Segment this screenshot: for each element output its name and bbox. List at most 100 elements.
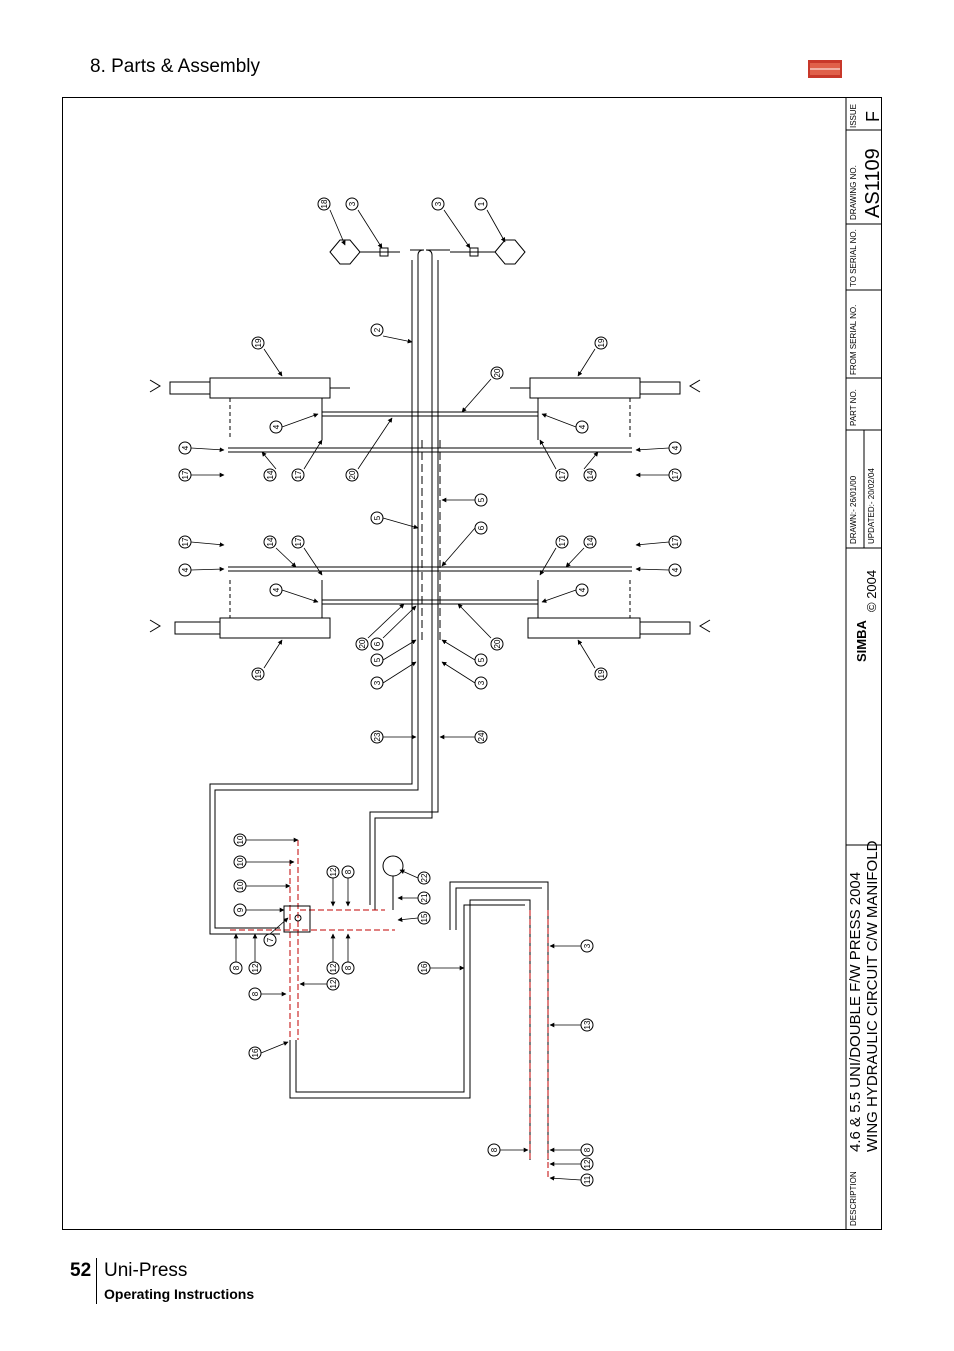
callout-8: 8 xyxy=(232,965,241,970)
manifold-block xyxy=(283,905,311,933)
callout-16: 16 xyxy=(420,963,429,972)
to-serial-label: TO SERIAL NO. xyxy=(849,229,858,287)
callout-4: 4 xyxy=(578,587,587,592)
callout-8: 8 xyxy=(251,991,260,996)
callout-17: 17 xyxy=(671,470,680,479)
callout-5: 5 xyxy=(477,497,486,502)
pressure-gauge-icon xyxy=(382,855,404,910)
callout-6: 6 xyxy=(373,641,382,646)
cylinder-top-right xyxy=(510,377,701,440)
callout-14: 14 xyxy=(266,537,275,546)
drawn-label: DRAWN:- 26/01/00 xyxy=(849,475,858,544)
callout-13: 13 xyxy=(583,1020,592,1029)
callout-8: 8 xyxy=(583,1147,592,1152)
simba-logo-icon xyxy=(808,60,842,78)
callout-4: 4 xyxy=(272,424,281,429)
copyright: © 2004 xyxy=(864,570,879,612)
callout-12: 12 xyxy=(583,1159,592,1168)
callout-8: 8 xyxy=(344,869,353,874)
callout-numbers: 18 3 3 1 2 19 19 20 4 4 4 4 14 17 20 17 … xyxy=(181,199,680,1184)
drawing-no-value: AS1109 xyxy=(862,148,884,218)
footer-divider xyxy=(96,1258,97,1304)
callout-14: 14 xyxy=(586,537,595,546)
page-number: 52 xyxy=(70,1260,92,1281)
callout-20: 20 xyxy=(358,639,367,648)
callout-19: 19 xyxy=(254,669,263,678)
callout-12: 12 xyxy=(251,963,260,972)
updated-label: UPDATED:- 20/02/04 xyxy=(867,468,876,544)
callout-24: 24 xyxy=(477,732,486,741)
callout-19: 19 xyxy=(597,669,606,678)
callout-7: 7 xyxy=(266,937,275,942)
callout-3: 3 xyxy=(373,680,382,685)
callout-19: 19 xyxy=(254,338,263,347)
callout-18: 18 xyxy=(320,199,329,208)
callout-2: 2 xyxy=(373,327,382,332)
callout-16: 16 xyxy=(251,1048,260,1057)
issue-label: ISSUE xyxy=(849,104,858,128)
callout-12: 12 xyxy=(329,867,338,876)
callout-17: 17 xyxy=(558,470,567,479)
callout-22: 22 xyxy=(420,873,429,882)
callout-10: 10 xyxy=(236,857,245,866)
callout-17: 17 xyxy=(671,537,680,546)
callout-4: 4 xyxy=(272,587,281,592)
description-label: DESCRIPTION xyxy=(849,1171,858,1226)
callout-14: 14 xyxy=(266,470,275,479)
callout-5: 5 xyxy=(373,515,382,520)
brand-mark: SIMBA xyxy=(854,620,869,663)
description-line-2: WING HYDRAULIC CIRCUIT C/W MANIFOLD xyxy=(864,840,881,1152)
callout-12: 12 xyxy=(329,979,338,988)
callout-15: 15 xyxy=(420,913,429,922)
callout-19: 19 xyxy=(597,338,606,347)
callout-23: 23 xyxy=(373,732,382,741)
callout-20: 20 xyxy=(493,368,502,377)
callout-5: 5 xyxy=(373,657,382,662)
part-no-label: PART NO. xyxy=(849,389,858,426)
callout-20: 20 xyxy=(348,470,357,479)
callout-20: 20 xyxy=(493,639,502,648)
callout-1: 1 xyxy=(477,201,486,206)
callout-6: 6 xyxy=(477,525,486,530)
horizontal-hoses xyxy=(228,411,632,605)
callout-5: 5 xyxy=(477,657,486,662)
callout-10: 10 xyxy=(236,881,245,890)
cylinder-bottom-left xyxy=(149,580,331,639)
cylinder-top-left xyxy=(149,377,350,440)
callout-4: 4 xyxy=(671,445,680,450)
callout-11: 11 xyxy=(583,1175,592,1184)
callout-3: 3 xyxy=(434,201,443,206)
callout-3: 3 xyxy=(477,680,486,685)
callout-17: 17 xyxy=(181,537,190,546)
title-block-text: ISSUE F DRAWING NO. AS1109 TO SERIAL NO.… xyxy=(847,104,884,1226)
callout-17: 17 xyxy=(181,470,190,479)
callout-8: 8 xyxy=(490,1147,499,1152)
title-block xyxy=(845,97,882,1230)
cylinder-bottom-right xyxy=(527,580,711,639)
manifold-red-lines xyxy=(230,840,549,1180)
callout-21: 21 xyxy=(420,893,429,902)
central-hoses xyxy=(410,249,450,740)
callout-4: 4 xyxy=(181,567,190,572)
product-name: Uni-Press xyxy=(104,1260,188,1281)
callout-4: 4 xyxy=(671,567,680,572)
callout-12: 12 xyxy=(329,963,338,972)
callout-17: 17 xyxy=(558,537,567,546)
callout-3: 3 xyxy=(348,201,357,206)
callout-8: 8 xyxy=(344,965,353,970)
callout-17: 17 xyxy=(294,470,303,479)
leader-lines xyxy=(190,209,670,1181)
callout-9: 9 xyxy=(236,907,245,912)
callout-4: 4 xyxy=(578,424,587,429)
callout-4: 4 xyxy=(181,445,190,450)
accumulator-left xyxy=(329,239,400,265)
accumulator-right xyxy=(450,239,526,265)
callout-14: 14 xyxy=(586,470,595,479)
document-subtitle: Operating Instructions xyxy=(104,1286,255,1302)
from-serial-label: FROM SERIAL NO. xyxy=(849,305,858,375)
issue-value: F xyxy=(863,111,883,122)
section-title: 8. Parts & Assembly xyxy=(90,56,261,77)
callout-17: 17 xyxy=(294,537,303,546)
drawing-no-label: DRAWING NO. xyxy=(849,165,858,220)
